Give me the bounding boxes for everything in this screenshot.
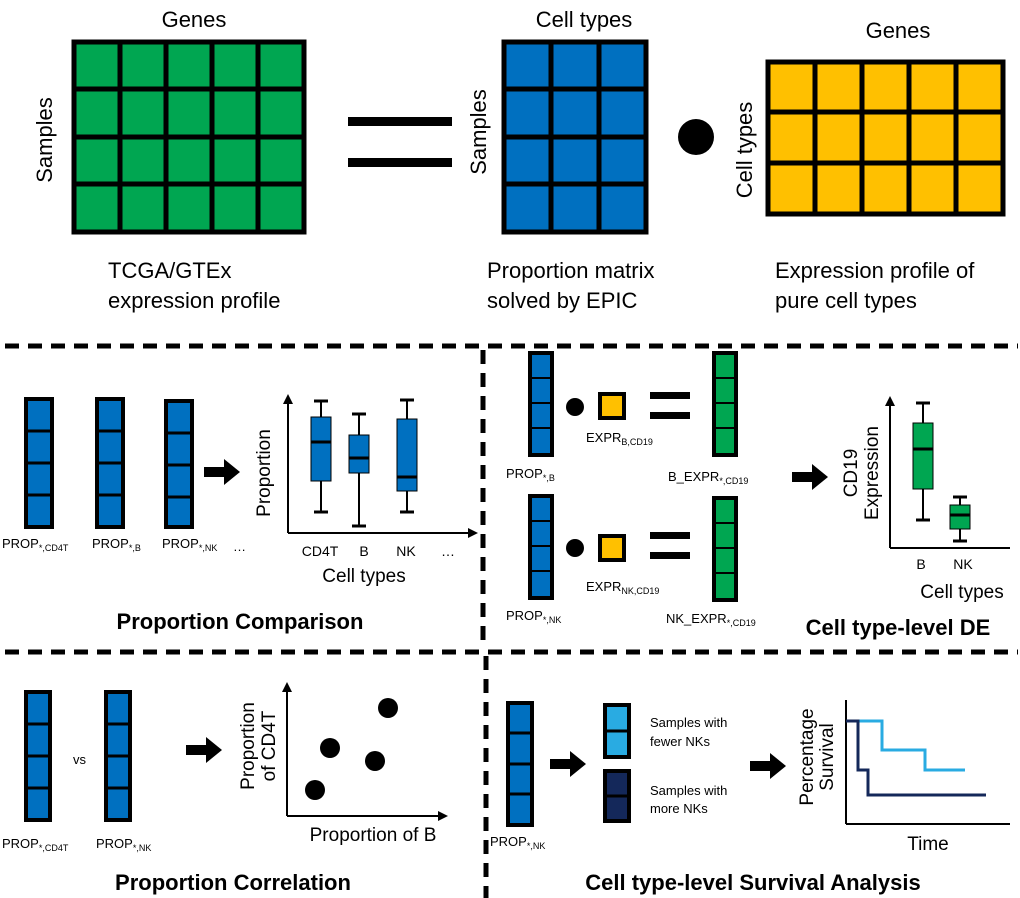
panel4-y-label-line2: Survival xyxy=(817,723,838,791)
panel1-title: Proportion Comparison xyxy=(117,609,364,634)
panel1-tick-b: B xyxy=(359,543,368,559)
group-fewer-label-line1: Samples with xyxy=(650,715,727,730)
panel3-title: Proportion Correlation xyxy=(115,870,351,895)
panel3-columns xyxy=(24,690,132,822)
group-fewer-nk xyxy=(603,703,631,759)
box-b xyxy=(348,412,370,528)
panel2-row2-expr-label: EXPRNK,CD19 xyxy=(586,579,659,596)
panel4-column-nk xyxy=(506,701,534,827)
dot-product-symbol xyxy=(678,119,714,155)
panel3-scatter xyxy=(282,682,448,821)
panel2-row1-expr-label: EXPRB,CD19 xyxy=(586,430,653,447)
panel4-arrow-1 xyxy=(550,751,586,777)
group-fewer-label-line2: fewer NKs xyxy=(650,734,710,749)
scatter-point xyxy=(378,698,398,718)
panel1-columns xyxy=(24,397,194,529)
panel2-title: Cell type-level DE xyxy=(806,615,991,640)
panel2-tick-b: B xyxy=(916,556,925,572)
group-more-nk xyxy=(603,769,631,823)
panel1-tick-nk: NK xyxy=(396,543,416,559)
panel2-row2-prop-label: PROP*,NK xyxy=(506,608,561,625)
group-more-label-line1: Samples with xyxy=(650,783,727,798)
survival-curve-fewer-nk xyxy=(846,719,965,772)
panel3-y-label-line2: of CD4T xyxy=(259,710,280,781)
matrix3-caption-line2: pure cell types xyxy=(775,288,917,313)
panel2-row1-prop-label: PROP*,B xyxy=(506,466,555,483)
panel2-arrow xyxy=(792,464,828,490)
box-nk-expr xyxy=(949,495,971,543)
corr-column-cd4t xyxy=(24,690,52,822)
matrix1-side-label: Samples xyxy=(32,97,57,183)
matrix3-top-label: Genes xyxy=(866,18,931,43)
matrix2-top-label: Cell types xyxy=(536,7,633,32)
panel2-row1-out-label: B_EXPR*,CD19 xyxy=(668,469,748,486)
prop-column-cd4t xyxy=(24,397,54,529)
panel1-tick-ellipsis: … xyxy=(441,543,455,559)
prop-column-nk xyxy=(164,399,194,529)
panel2-row2 xyxy=(528,494,738,602)
corr-column-nk xyxy=(104,690,132,822)
panel3-arrow xyxy=(186,737,222,763)
panel2-y-label-line1: CD19 xyxy=(841,449,862,498)
panel1-x-label: Cell types xyxy=(322,566,405,587)
pure-profile-matrix xyxy=(765,59,1006,217)
panel1-label-cd4t: PROP*,CD4T xyxy=(2,536,69,553)
panel3-x-label: Proportion of B xyxy=(310,825,437,846)
scatter-point xyxy=(365,751,385,771)
panel1-y-label: Proportion xyxy=(254,429,275,517)
survival-chart xyxy=(845,700,1010,825)
survival-curve-more-nk xyxy=(846,719,986,797)
scatter-point xyxy=(320,738,340,758)
prop-column-b xyxy=(95,397,125,529)
box-cd4t xyxy=(310,399,332,514)
matrix3-side-label: Cell types xyxy=(732,102,757,199)
panel3-label-cd4t: PROP*,CD4T xyxy=(2,836,69,853)
panel2-tick-nk: NK xyxy=(953,556,973,572)
panel1-tick-cd4t: CD4T xyxy=(302,543,339,559)
panel4-prop-label: PROP*,NK xyxy=(490,834,545,851)
panel3-y-label-line1: Proportion xyxy=(238,702,259,790)
panel3-vs: vs xyxy=(73,752,87,767)
matrix1-caption-line2: expression profile xyxy=(108,288,280,313)
group-more-label-line2: more NKs xyxy=(650,801,708,816)
box-b-expr xyxy=(912,401,934,522)
panel2-y-label-line2: Expression xyxy=(862,426,883,520)
panel4-x-label: Time xyxy=(907,834,949,855)
panel1-arrow xyxy=(204,459,240,485)
matrix2-caption-line2: solved by EPIC xyxy=(487,288,638,313)
panel4-y-label-line1: Percentage xyxy=(797,708,818,805)
panel2-x-label: Cell types xyxy=(920,582,1003,603)
panel2-row2-out-label: NK_EXPR*,CD19 xyxy=(666,611,756,628)
proportion-matrix xyxy=(501,39,649,235)
scatter-point xyxy=(305,780,325,800)
panel1-label-nk: PROP*,NK xyxy=(162,536,217,553)
box-nk xyxy=(396,398,418,514)
panel4-arrow-2 xyxy=(750,753,786,779)
panel4-title: Cell type-level Survival Analysis xyxy=(585,870,920,895)
panel2-row1 xyxy=(528,351,738,457)
matrix1-caption-line1: TCGA/GTEx xyxy=(108,258,231,283)
expression-matrix xyxy=(71,39,307,235)
panel2-boxplot xyxy=(885,396,1010,549)
matrix1-top-label: Genes xyxy=(162,7,227,32)
matrix2-caption-line1: Proportion matrix xyxy=(487,258,655,283)
matrix2-side-label: Samples xyxy=(466,89,491,175)
panel1-boxplot xyxy=(283,394,478,538)
matrix3-caption-line1: Expression profile of xyxy=(775,258,975,283)
panel1-label-b: PROP*,B xyxy=(92,536,141,553)
equals-sign xyxy=(348,117,452,167)
panel3-label-nk: PROP*,NK xyxy=(96,836,151,853)
panel1-label-ellipsis: … xyxy=(233,539,246,554)
